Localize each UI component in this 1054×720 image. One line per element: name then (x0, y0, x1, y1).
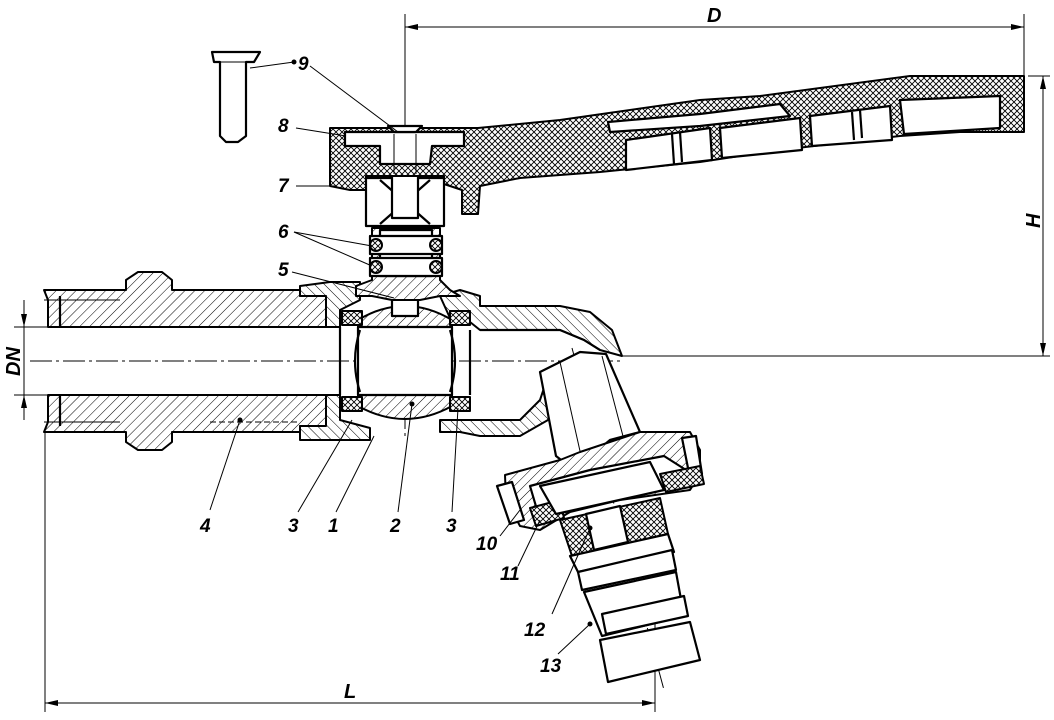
dim-H-label: H (1023, 213, 1045, 228)
callout-labels: 9 8 7 6 5 4 3 1 2 3 10 11 12 13 (199, 54, 562, 677)
callout-8: 8 (278, 116, 289, 137)
dim-D-label: D (707, 5, 721, 27)
leader-lines (209, 59, 593, 655)
part-9-screw (210, 50, 424, 174)
part-1-body (299, 281, 623, 441)
part-3-seals (341, 310, 471, 412)
callout-12: 12 (524, 620, 546, 641)
part-6-o-rings (368, 234, 444, 278)
part-13-hose-fitting (576, 548, 702, 684)
dim-L-label: L (344, 681, 356, 703)
callout-9: 9 (298, 54, 309, 75)
callout-5: 5 (278, 260, 289, 281)
callout-10: 10 (476, 534, 498, 555)
callout-4: 4 (199, 516, 211, 537)
part-8-handle (329, 75, 1025, 215)
part-2-ball (353, 305, 457, 420)
part-12-adapter (538, 460, 676, 574)
callout-3a: 3 (288, 516, 299, 537)
dim-DN-label: DN (3, 347, 25, 376)
part-4-inlet-nipple (43, 271, 327, 451)
part-11-gasket (529, 465, 705, 527)
callout-1: 1 (328, 516, 339, 537)
callout-3b: 3 (446, 516, 457, 537)
callout-7: 7 (278, 176, 290, 197)
callout-2: 2 (389, 516, 401, 537)
callout-6: 6 (278, 222, 289, 243)
callout-13: 13 (540, 656, 562, 677)
dimension-labels: D H L DN (3, 5, 1045, 703)
callout-11: 11 (500, 564, 520, 585)
